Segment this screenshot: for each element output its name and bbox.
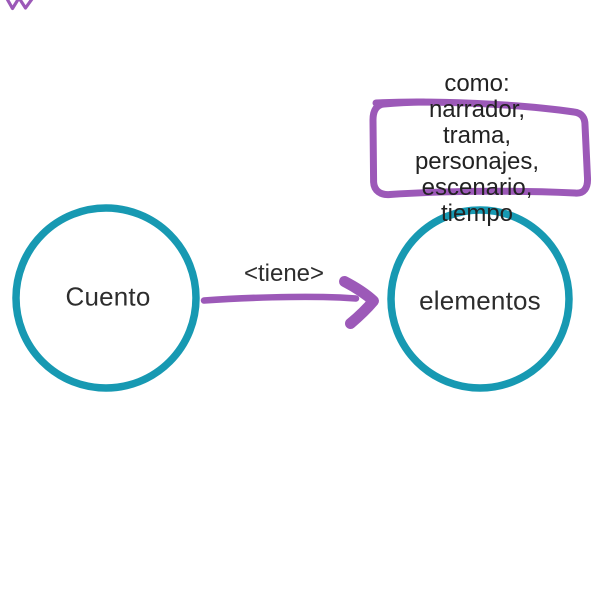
node-label-elementos: elementos [419, 285, 541, 316]
tiene-arrow [200, 276, 379, 329]
annotation-text: como: narrador, trama, personajes, escen… [414, 70, 540, 227]
arrow-shaft [200, 293, 360, 304]
annotation-frame [369, 98, 592, 199]
node-circle-cuento [12, 204, 200, 392]
node-label-cuento: Cuento [65, 281, 151, 312]
edge-label-tiene: <tiene> [243, 260, 325, 287]
node-circle-elementos [387, 206, 573, 392]
arrow-head [339, 276, 379, 329]
corner-scribble-mark [5, 0, 34, 11]
